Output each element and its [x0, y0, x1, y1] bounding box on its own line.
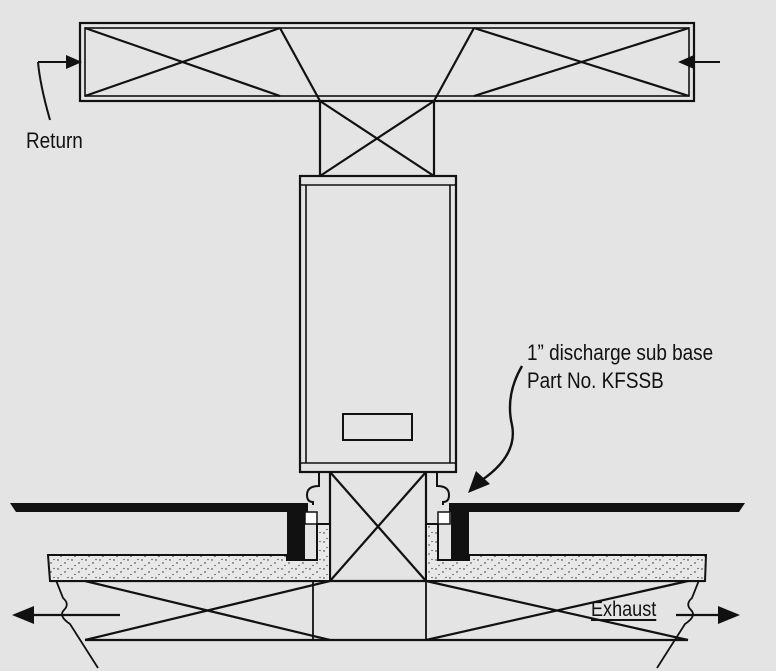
return-plenum	[78, 21, 696, 103]
return-drop-duct	[318, 100, 436, 177]
exhaust-arrow-left	[12, 606, 120, 624]
exhaust-label: Exhaust	[591, 598, 657, 621]
subbase-label-line2: Part No. KFSSB	[527, 368, 664, 393]
exhaust-arrow-right	[676, 606, 740, 624]
return-leader-line	[37, 61, 51, 121]
return-arrow-left	[38, 55, 82, 69]
sub-base-feet	[305, 472, 451, 505]
return-label: Return	[26, 128, 83, 153]
subbase-leader-arrow	[468, 365, 524, 493]
subbase-label-line1: 1” discharge sub base	[527, 340, 714, 365]
floor-opening-duct	[328, 471, 428, 582]
insulation-layer	[46, 523, 708, 582]
return-arrow-right	[678, 55, 720, 69]
floor-deck	[10, 503, 745, 512]
floor-sealant-blocks	[287, 511, 469, 560]
furnace-unit	[298, 174, 458, 474]
